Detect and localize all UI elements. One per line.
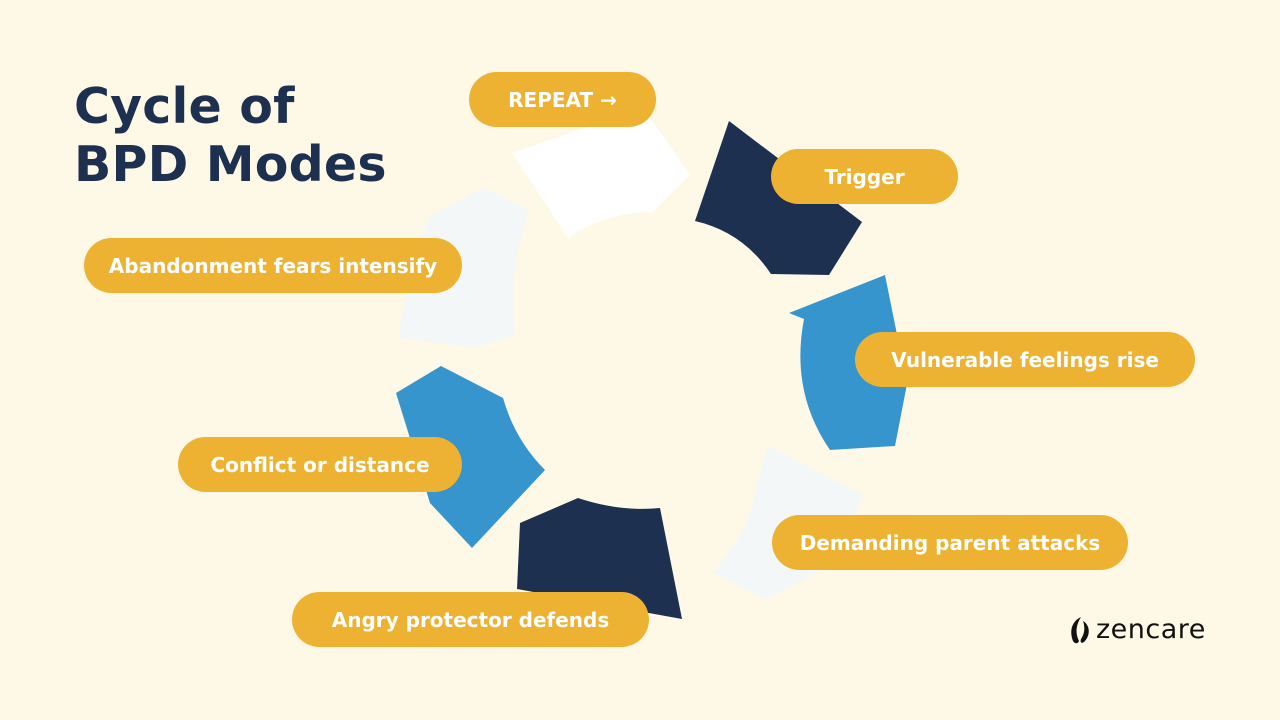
step-angry-protector: Angry protector defends (292, 592, 649, 647)
logo-text: zencare (1096, 614, 1206, 645)
step-vulnerable-feelings: Vulnerable feelings rise (855, 332, 1195, 387)
step-conflict-distance: Conflict or distance (178, 437, 462, 492)
step-trigger-label: Trigger (824, 164, 905, 189)
ring-segment-repeat (512, 108, 690, 238)
zencare-logo: zencare (1068, 614, 1206, 645)
step-trigger: Trigger (771, 149, 958, 204)
leaf-icon (1071, 616, 1089, 643)
ring-segment-trigger (695, 121, 862, 275)
step-demanding-parent-label: Demanding parent attacks (799, 530, 1101, 555)
ring-segment-vulnerable (789, 275, 907, 450)
ring-segment-conflict (396, 366, 545, 548)
step-abandonment-fears-label: Abandonment fears intensify (108, 253, 438, 278)
step-abandonment-fears: Abandonment fears intensify (84, 238, 462, 293)
ring-segment-abandonment (398, 188, 529, 348)
step-demanding-parent: Demanding parent attacks (772, 515, 1128, 570)
step-vulnerable-feelings-label: Vulnerable feelings rise (891, 347, 1159, 372)
step-angry-protector-label: Angry protector defends (331, 607, 610, 632)
ring-segment-angry (517, 498, 682, 619)
page-title: Cycle of BPD Modes (74, 78, 387, 194)
step-repeat-label: REPEAT → (508, 87, 617, 112)
title-line-2: BPD Modes (74, 136, 387, 193)
title-line-1: Cycle of (74, 78, 295, 135)
step-conflict-distance-label: Conflict or distance (210, 452, 430, 477)
step-repeat: REPEAT → (469, 72, 656, 127)
